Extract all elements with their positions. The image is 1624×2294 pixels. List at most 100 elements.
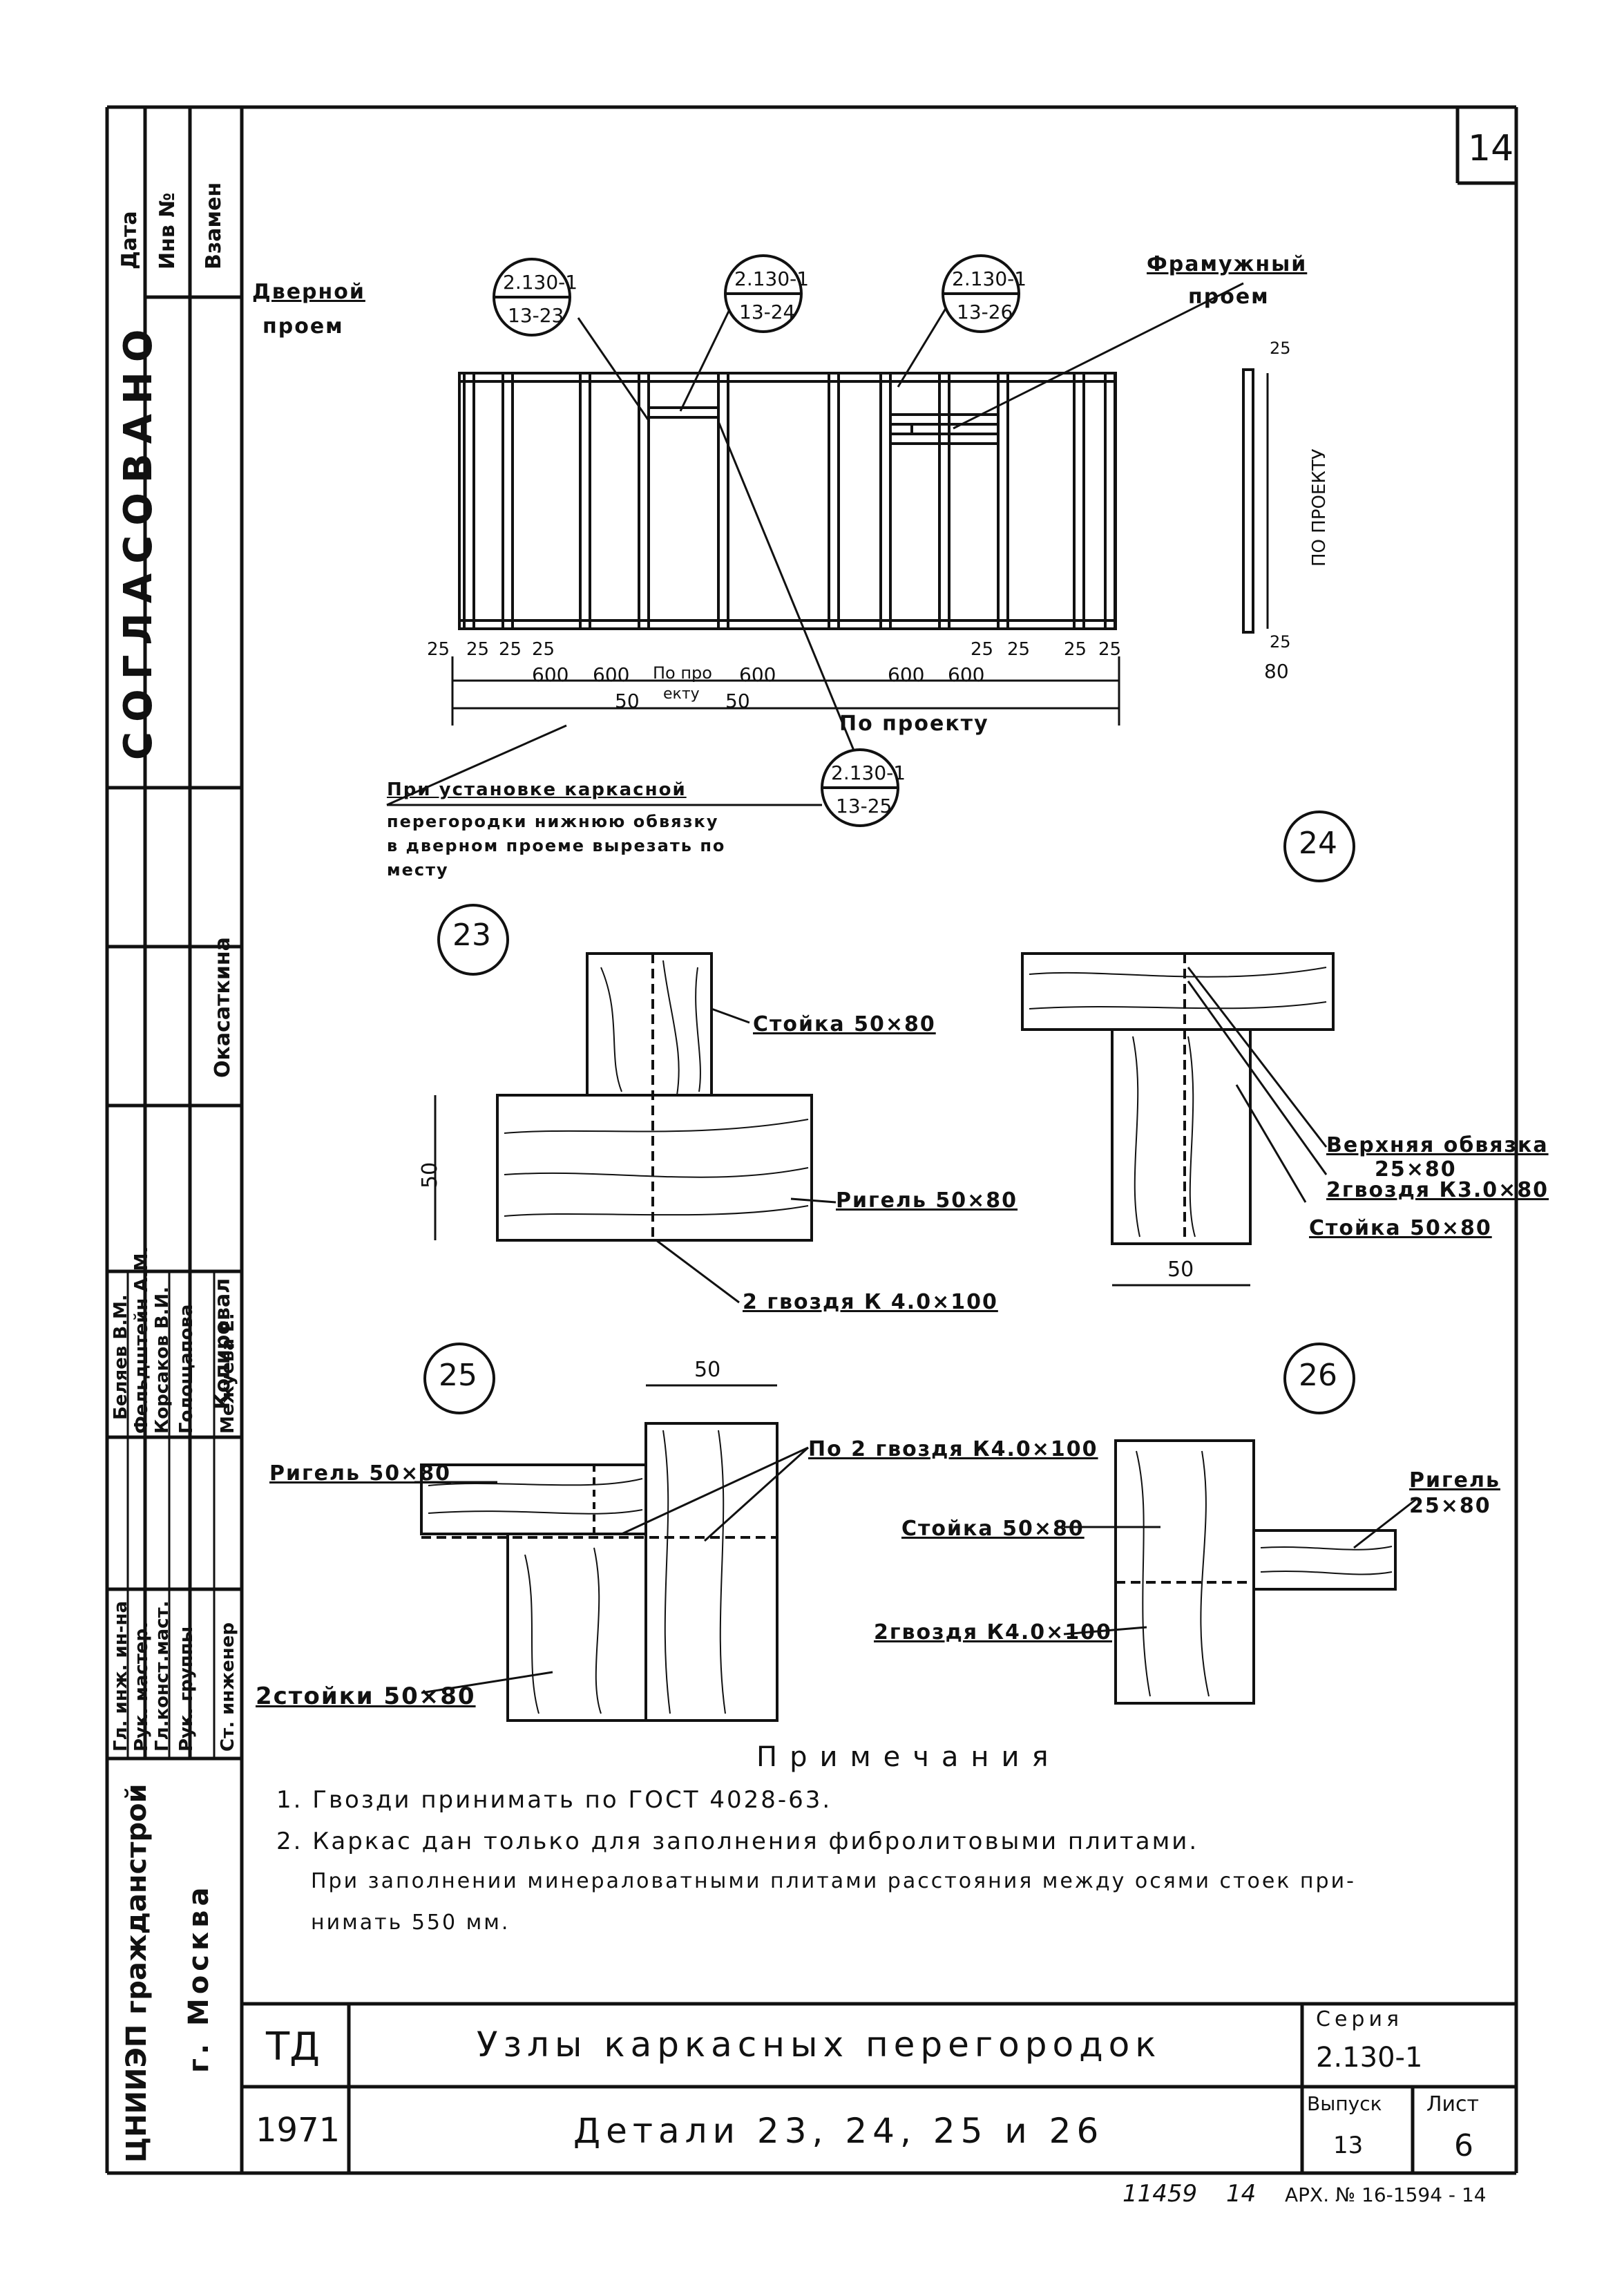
dim-600-d: 600 (888, 663, 925, 686)
reference-circles (493, 254, 1020, 827)
d26-beam-label: Ригель (1409, 1468, 1500, 1492)
dim-600-a: 600 (532, 663, 569, 686)
side-dim-80: 80 (1264, 660, 1289, 683)
leader-lines (386, 282, 1244, 806)
side-dim-25-bottom: 25 (1270, 632, 1291, 652)
issue-label: Выпуск (1307, 2092, 1382, 2115)
stamp-position-1: Гл. инж. ин-на (111, 1600, 131, 1752)
d23-nails-label: 2 гвоздя К 4.0×100 (743, 1290, 998, 1314)
dim-600-c: 600 (739, 663, 776, 686)
dim-50-a: 50 (615, 690, 640, 712)
dim-25-c: 25 (499, 639, 522, 660)
dim-50-b: 50 (725, 690, 750, 712)
d23-post-label: Стойка 50×80 (753, 1012, 936, 1036)
d23-dim-50: 50 (418, 1162, 442, 1188)
detail-23-drawing (434, 952, 837, 1304)
ref-3-top: 2.130-1 (952, 267, 1027, 290)
d26-beam-size: 25×80 (1409, 1494, 1491, 1518)
d24-nails-label: 2гвоздя К3.0×80 (1326, 1178, 1549, 1202)
stamp-replace-header: Взамен (202, 182, 226, 269)
d25-nails-label: По 2 гвоздя К4.0×100 (808, 1437, 1098, 1461)
stamp-person-5: Межуева Е. (218, 1313, 238, 1434)
d24-top-plate-label: Верхняя обвязка (1326, 1133, 1549, 1157)
notes-title: Примечания (756, 1741, 1061, 1773)
stamp-person-4: Голощапова (176, 1304, 197, 1434)
dim-25-d: 25 (532, 639, 555, 660)
stamp-date-header: Дата (117, 211, 142, 269)
stamp-position-5: Ст. инженер (218, 1622, 238, 1752)
d25-dim-50: 50 (694, 1358, 721, 1382)
dim-25-e: 25 (971, 639, 994, 660)
detail-23-number: 23 (452, 918, 491, 953)
stamp-city: г. Москва (183, 1883, 215, 2073)
stamp-role-1: Окасаткина (211, 937, 235, 1078)
ref-1-top: 2.130-1 (503, 271, 578, 294)
ref-4-bottom: 13-25 (836, 795, 892, 817)
stamp-position-3: Гл.конст.маст. (152, 1600, 173, 1752)
side-dim-25-top: 25 (1270, 339, 1291, 358)
door-opening-label-2: проем (262, 314, 344, 339)
ref-3-bottom: 13-26 (957, 301, 1013, 323)
ref-1-bottom: 13-23 (508, 304, 564, 327)
note-2: 2. Каркас дан только для заполнения фибр… (276, 1828, 1199, 1855)
d24-dim-50: 50 (1167, 1258, 1194, 1282)
ref-2-top: 2.130-1 (734, 267, 810, 290)
dim-25-f: 25 (1007, 639, 1031, 660)
detail-circles (423, 811, 1355, 1414)
detail-26-drawing (1063, 1439, 1417, 1705)
stamp-inv-header: Инв № (155, 192, 180, 269)
d24-post-label: Стойка 50×80 (1309, 1216, 1492, 1240)
title-block-year: 1971 (256, 2111, 341, 2150)
note-2-cont-2: нимать 550 мм. (311, 1911, 510, 1935)
detail-24-drawing (1021, 952, 1335, 1287)
d26-post-label: Стойка 50×80 (901, 1517, 1085, 1541)
issue-value: 13 (1333, 2132, 1364, 2159)
dim-25-b: 25 (466, 639, 490, 660)
ref-2-bottom: 13-24 (739, 301, 796, 323)
elevation-dimensions (451, 373, 1269, 726)
dim-600-b: 600 (593, 663, 630, 686)
detail-25-number: 25 (439, 1358, 477, 1393)
dim-by-design-b: екту (663, 685, 700, 703)
transom-opening-label-2: проем (1188, 285, 1270, 309)
dim-25-a: 25 (427, 639, 450, 660)
install-note-line-2: перегородки нижнюю обвязку (387, 812, 719, 831)
transom-opening-label-1: Фрамужный (1147, 252, 1308, 276)
dim-by-design-a: По про (653, 663, 712, 683)
d23-beam-label: Ригель 50×80 (836, 1188, 1018, 1213)
series-value: 2.130-1 (1316, 2042, 1423, 2074)
d26-nails-label: 2гвоздя К4.0×100 (874, 1620, 1112, 1644)
archive-left: 11459 (1123, 2180, 1198, 2208)
detail-24-number: 24 (1299, 826, 1337, 861)
overall-dim-by-design: По проекту (839, 712, 989, 736)
title-block-title: Узлы каркасных перегородок (477, 2025, 1162, 2065)
note-2-cont-1: При заполнении минераловатными плитами р… (311, 1869, 1356, 1893)
dim-600-e: 600 (948, 663, 985, 686)
sheet-value: 6 (1454, 2128, 1473, 2163)
side-dim-label: ПО ПРОЕКТУ (1309, 448, 1330, 567)
ref-4-top: 2.130-1 (831, 761, 906, 784)
stamp-person-1: Беляев В.М. (111, 1294, 131, 1420)
sheet-label: Лист (1426, 2092, 1480, 2116)
stamp-position-2: Рук. мастер. (131, 1622, 152, 1752)
dim-25-h: 25 (1098, 639, 1122, 660)
detail-25-drawing (414, 1384, 810, 1722)
door-opening-label-1: Дверной (252, 280, 365, 304)
note-1: 1. Гвозди принимать по ГОСТ 4028-63. (276, 1786, 832, 1814)
title-block-td: ТД (266, 2025, 320, 2069)
install-note-line-3: в дверном проеме вырезать по (387, 836, 726, 855)
install-note-line-1: При установке каркасной (387, 779, 687, 800)
stamp-position-4: Рук. группы (176, 1626, 197, 1752)
series-label: Серия (1316, 2007, 1403, 2031)
sheet-number: 14 (1468, 128, 1514, 169)
archive-mid: 14 (1226, 2180, 1257, 2208)
archive-right: АРХ. № 16-1594 - 14 (1285, 2183, 1487, 2206)
title-block-subtitle: Детали 23, 24, 25 и 26 (573, 2111, 1105, 2151)
detail-26-number: 26 (1299, 1358, 1337, 1393)
stamp-person-2: Фельдштейн А.М. (131, 1246, 152, 1434)
d25-posts-label: 2стойки 50×80 (256, 1682, 476, 1710)
dim-25-g: 25 (1064, 639, 1087, 660)
stamp-person-3: Корсаков В.И. (152, 1286, 173, 1434)
stamp-org: ЦНИИЭП гражданстрой (121, 1783, 153, 2163)
